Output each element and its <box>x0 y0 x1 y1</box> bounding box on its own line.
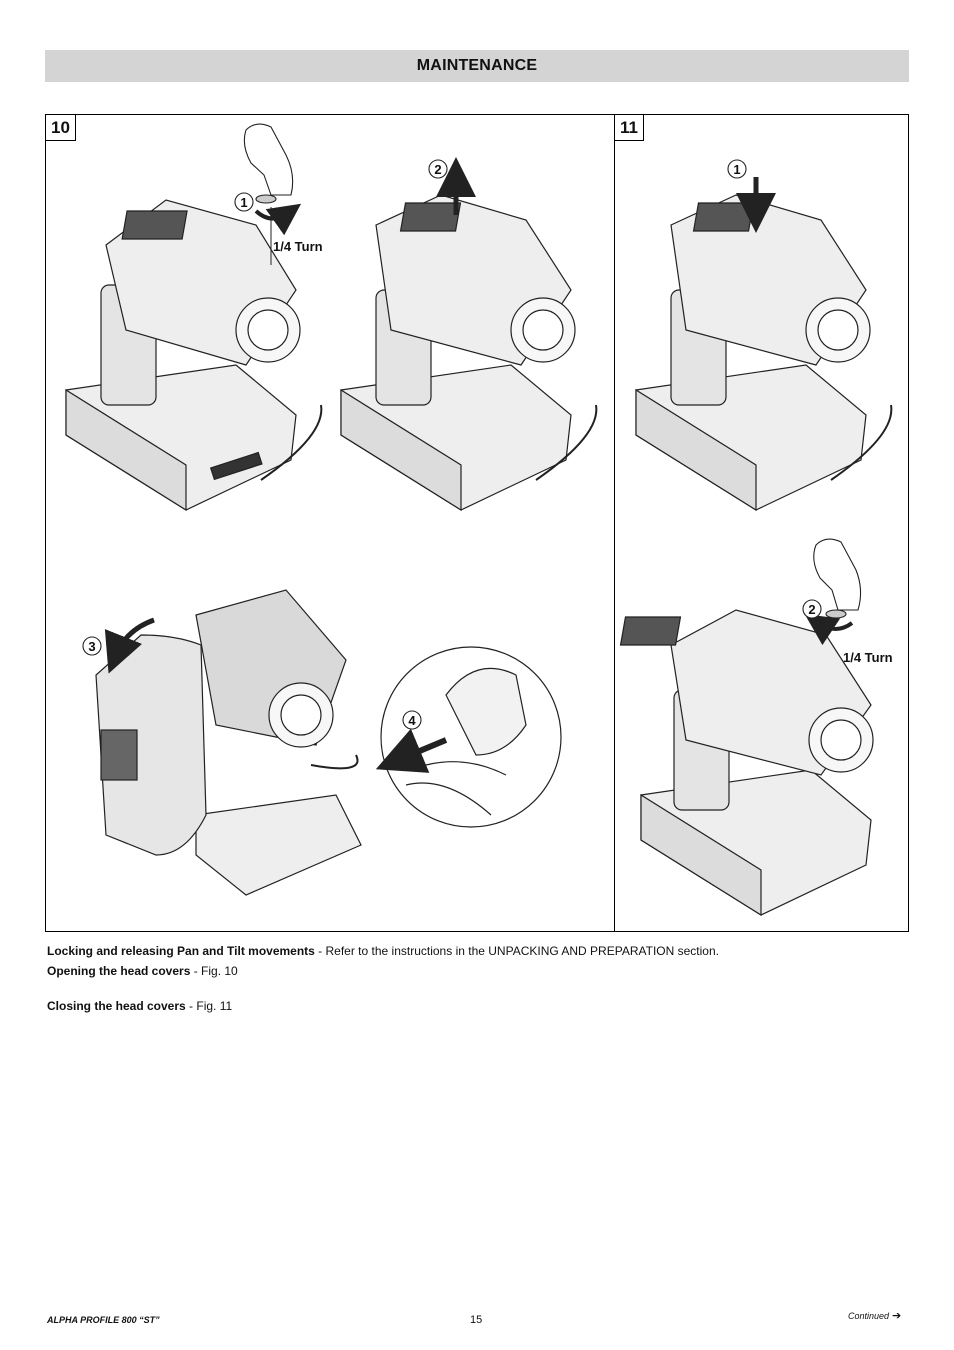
step-number: 1 <box>240 195 247 210</box>
section-header: MAINTENANCE <box>45 50 909 82</box>
arrow-right-icon: ➔ <box>892 1310 902 1322</box>
instruction-heading: Closing the head covers <box>47 999 186 1013</box>
figure-divider <box>614 115 615 931</box>
pull-arrow-icon <box>375 728 448 773</box>
figure-frame: 1 2 3 4 1 2 1/4 Turn 1/4 Turn 10 11 <box>45 114 909 932</box>
step-marker-10-1: 1 <box>234 192 254 212</box>
instruction-body: - Fig. 11 <box>185 999 233 1013</box>
step-marker-10-4: 4 <box>402 710 422 730</box>
footer-page-number: 15 <box>470 1314 483 1326</box>
moving-head-fixture-cover-press <box>635 194 893 512</box>
figure-label-10: 10 <box>46 115 76 141</box>
step-number: 1 <box>733 162 740 177</box>
footer-continued: Continued➔ <box>848 1309 901 1322</box>
step-marker-10-3: 3 <box>82 636 102 656</box>
instruction-body: - Fig. 10 <box>190 964 238 978</box>
instruction-opening: Opening the head covers - Fig. 10 <box>47 964 238 979</box>
detail-connector-circle <box>380 646 562 828</box>
instruction-heading: Locking and releasing Pan and Tilt movem… <box>47 944 315 958</box>
instruction-pan-tilt: Locking and releasing Pan and Tilt movem… <box>47 944 719 959</box>
step-marker-10-2: 2 <box>428 159 448 179</box>
rotate-arrow-fig10 <box>254 203 302 236</box>
moving-head-fixture-closed <box>65 199 323 512</box>
footer-product: ALPHA PROFILE 800 “ST” <box>47 1315 160 1325</box>
moving-head-fixture-cover-lift <box>340 194 598 512</box>
step-number: 2 <box>434 162 441 177</box>
moving-head-fixture-lock <box>619 609 874 917</box>
step-number: 4 <box>408 713 416 728</box>
step-marker-11-2: 2 <box>802 599 822 619</box>
figures-illustration: 1 2 3 4 1 2 1/4 Turn 1/4 Turn <box>65 123 893 917</box>
open-arrow-fig10 <box>104 617 155 674</box>
continued-label: Continued <box>848 1311 890 1321</box>
hand-icon-fig11 <box>813 538 862 619</box>
hand-icon-fig10 <box>243 123 294 204</box>
moving-head-fixture-open <box>95 589 362 896</box>
figure-label-11: 11 <box>614 115 644 141</box>
instruction-closing: Closing the head covers - Fig. 11 <box>47 999 232 1014</box>
turn-label-fig11: 1/4 Turn <box>843 650 893 665</box>
step-number: 2 <box>808 602 815 617</box>
rotate-arrow-fig11 <box>804 614 854 646</box>
step-marker-11-1: 1 <box>727 159 747 179</box>
section-title: MAINTENANCE <box>416 57 538 74</box>
step-number: 3 <box>88 639 95 654</box>
turn-label-fig10: 1/4 Turn <box>273 239 323 254</box>
instruction-heading: Opening the head covers <box>47 964 191 978</box>
instruction-body: - Refer to the instructions in the UNPAC… <box>314 944 719 958</box>
